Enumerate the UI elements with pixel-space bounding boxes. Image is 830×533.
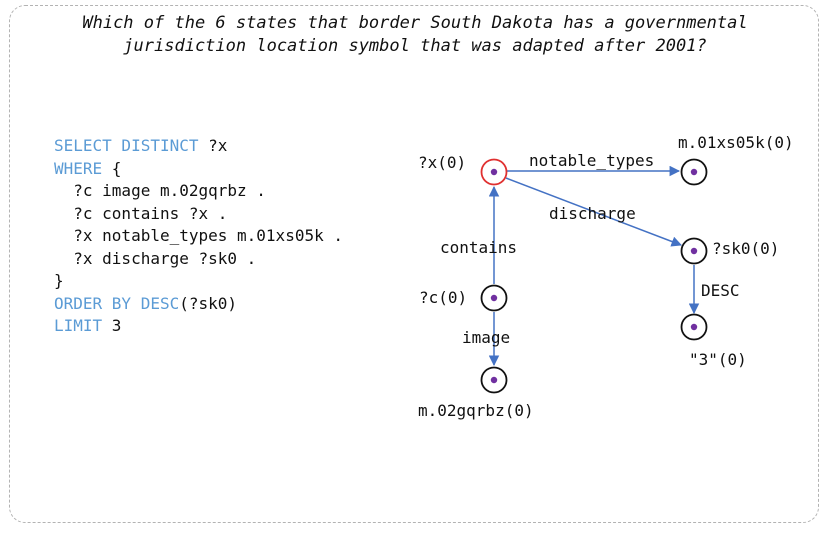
- order-argument: (?sk0): [179, 293, 238, 313]
- node-label-three: "3"(0): [689, 350, 747, 369]
- node-c-dot: [490, 294, 498, 302]
- node-m01xs05k-dot: [690, 168, 698, 176]
- question-text: Which of the 6 states that border South …: [30, 12, 800, 58]
- query-triple: ?x discharge ?sk0 .: [54, 248, 257, 268]
- query-close-brace: }: [54, 271, 64, 290]
- node-label-m01xs05k: m.01xs05k(0): [678, 133, 794, 152]
- edge-discharge: [505, 177, 682, 247]
- order-keyword: ORDER BY DESC: [54, 293, 180, 313]
- edge-label-contains: contains: [440, 238, 517, 257]
- node-sk0-dot: [690, 247, 698, 255]
- edge-label-discharge: discharge: [549, 204, 636, 223]
- query-triple: ?x notable_types m.01xs05k .: [54, 226, 343, 245]
- query-triple: ?c contains ?x .: [54, 203, 228, 223]
- edge-label-image: image: [462, 328, 510, 347]
- node-label-m02gqrbz: m.02gqrbz(0): [418, 401, 534, 420]
- node-x-dot: [490, 168, 498, 176]
- query-select-line: SELECT DISTINCT ?x: [54, 135, 343, 158]
- edge-label-desc: DESC: [701, 281, 740, 300]
- select-keyword: SELECT DISTINCT: [54, 136, 199, 155]
- question-line-1: Which of the 6 states that border South …: [82, 13, 748, 33]
- diagram-frame: [9, 5, 819, 523]
- node-label-c: ?c(0): [419, 288, 467, 307]
- edge-label-notable-types: notable_types: [529, 151, 654, 170]
- question-line-2: jurisdiction location symbol that was ad…: [123, 36, 707, 56]
- node-label-x: ?x(0): [418, 153, 466, 172]
- select-variable: ?x: [198, 136, 228, 155]
- query-where-line: WHERE {: [54, 158, 343, 181]
- limit-keyword: LIMIT: [54, 316, 103, 335]
- limit-value: 3: [102, 316, 122, 335]
- query-limit-line: LIMIT 3: [54, 315, 343, 338]
- where-open-brace: {: [102, 158, 122, 178]
- query-order-line: ORDER BY DESC(?sk0): [54, 293, 343, 316]
- node-m02gqrbz-dot: [490, 376, 498, 384]
- node-three-dot: [690, 323, 698, 331]
- node-label-sk0: ?sk0(0): [712, 239, 779, 258]
- where-keyword: WHERE: [54, 158, 103, 178]
- query-triple: ?c image m.02gqrbz .: [54, 181, 266, 200]
